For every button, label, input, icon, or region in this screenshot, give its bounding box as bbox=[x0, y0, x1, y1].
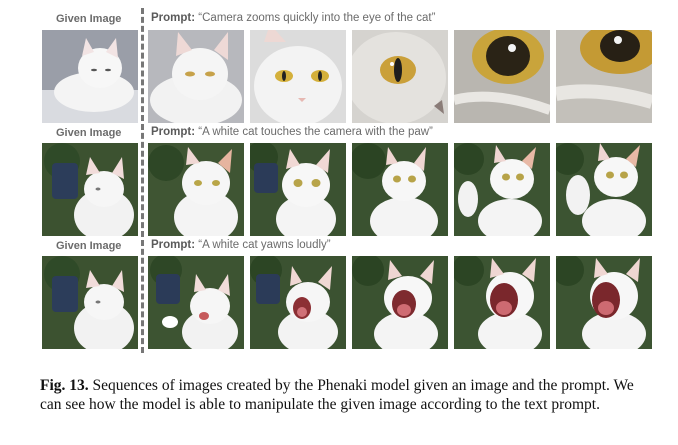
generated-frame-row-1-2 bbox=[250, 30, 346, 123]
generated-frame-row-2-2 bbox=[250, 143, 346, 236]
generated-frame-row-3-1 bbox=[148, 256, 244, 349]
generated-frame-row-2-3 bbox=[352, 143, 448, 236]
prompt-text: “Camera zooms quickly into the eye of th… bbox=[198, 12, 436, 24]
given-image-frame-row-1 bbox=[42, 30, 138, 123]
generated-frame-row-2-5 bbox=[556, 143, 652, 236]
prompt-prefix: Prompt: bbox=[151, 12, 196, 24]
dashed-divider bbox=[141, 8, 144, 353]
generated-frame-row-1-1 bbox=[148, 30, 244, 123]
generated-frame-row-3-3 bbox=[352, 256, 448, 349]
prompt-row-2: Prompt: “A white cat touches the camera … bbox=[151, 126, 433, 138]
given-image-frame-row-3 bbox=[42, 256, 138, 349]
generated-frame-row-1-5 bbox=[556, 30, 652, 123]
generated-frame-row-1-4 bbox=[454, 30, 550, 123]
given-image-label-row-3: Given Image bbox=[56, 240, 122, 252]
prompt-text: “A white cat yawns loudly” bbox=[198, 239, 331, 251]
given-image-label-row-1: Given Image bbox=[56, 13, 122, 25]
generated-frame-row-3-5 bbox=[556, 256, 652, 349]
figure-caption: Fig. 13. Sequences of images created by … bbox=[40, 376, 650, 414]
generated-frame-row-2-1 bbox=[148, 143, 244, 236]
given-image-frame-row-2 bbox=[42, 143, 138, 236]
prompt-row-1: Prompt: “Camera zooms quickly into the e… bbox=[151, 12, 435, 24]
prompt-text: “A white cat touches the camera with the… bbox=[198, 126, 433, 138]
prompt-prefix: Prompt: bbox=[151, 239, 196, 251]
caption-text: Sequences of images created by the Phena… bbox=[40, 377, 634, 413]
figure-label: Fig. 13. bbox=[40, 377, 89, 394]
prompt-row-3: Prompt: “A white cat yawns loudly” bbox=[151, 239, 331, 251]
generated-frame-row-3-2 bbox=[250, 256, 346, 349]
generated-frame-row-3-4 bbox=[454, 256, 550, 349]
generated-frame-row-1-3 bbox=[352, 30, 448, 123]
given-image-label-row-2: Given Image bbox=[56, 127, 122, 139]
generated-frame-row-2-4 bbox=[454, 143, 550, 236]
prompt-prefix: Prompt: bbox=[151, 126, 196, 138]
